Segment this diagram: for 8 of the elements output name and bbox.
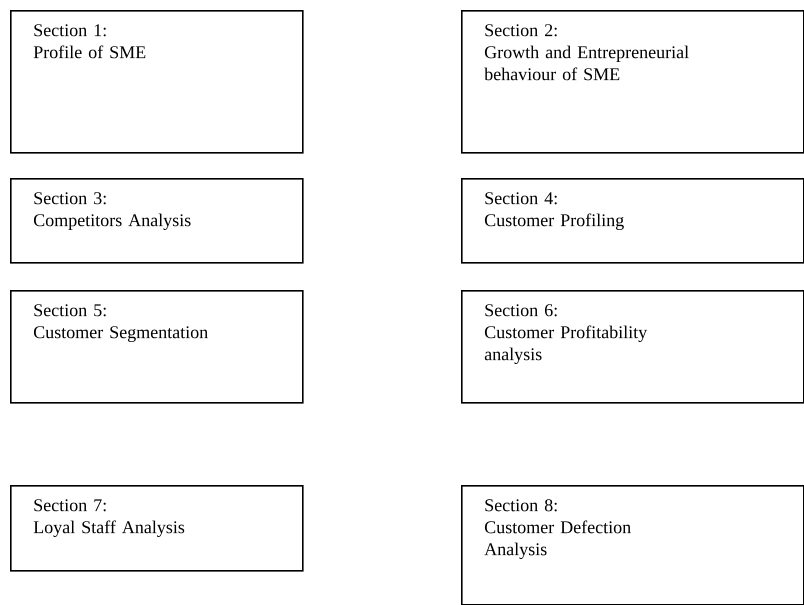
section-box: Section 8: Customer Defection Analysis xyxy=(461,485,804,605)
section-box: Section 4: Customer Profiling xyxy=(461,178,804,264)
section-box: Section 5: Customer Segmentation xyxy=(10,290,304,404)
section-box: Section 2: Growth and Entrepreneurial behaviour of SME xyxy=(461,10,804,154)
section-box: Section 6: Customer Profitability analysis xyxy=(461,290,804,404)
section-box: Section 3: Competitors Analysis xyxy=(10,178,304,264)
section-box: Section 1: Profile of SME xyxy=(10,10,304,154)
section-box: Section 7: Loyal Staff Analysis xyxy=(10,485,304,572)
